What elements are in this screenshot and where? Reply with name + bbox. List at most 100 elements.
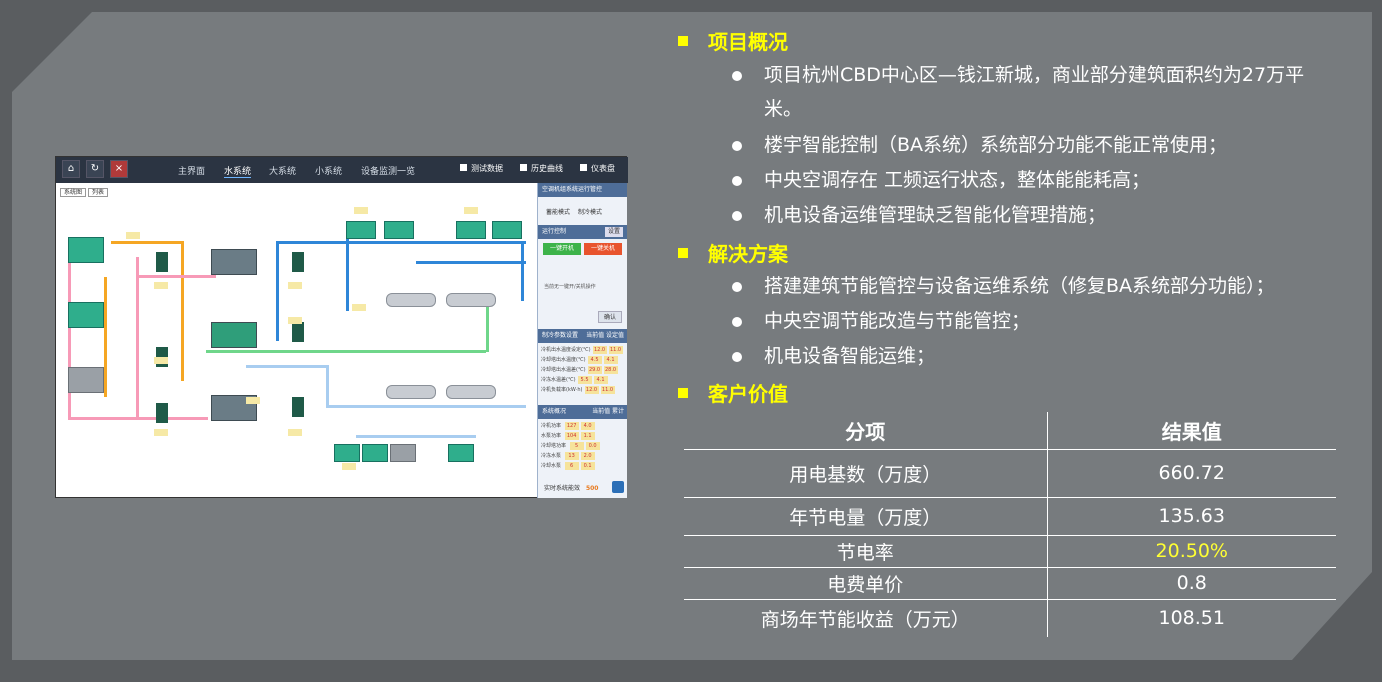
cooling-tower xyxy=(384,221,414,239)
dashboard-button[interactable]: 仪表盘 xyxy=(580,161,615,177)
list-item: 楼宇智能控制（BA系统）系统部分功能不能正常使用； xyxy=(732,128,1352,162)
summary-header: 系统概况 当前值 累计 xyxy=(538,405,627,419)
cooling-tower xyxy=(68,237,104,263)
reading-value xyxy=(288,317,302,324)
reading-value xyxy=(352,304,366,311)
chiller xyxy=(211,322,257,348)
tab-device-overview[interactable]: 设备监测一览 xyxy=(361,167,416,177)
header-item: 分项 xyxy=(684,412,1048,450)
cooling-tower xyxy=(390,444,416,462)
row-value: 135.63 xyxy=(1047,497,1336,536)
list-item: 搭建建筑节能管控与设备运维系统（修复BA系统部分功能）； xyxy=(732,269,1352,303)
efficiency-footer: 实时系统能效 500 xyxy=(544,485,599,492)
water-header-tank xyxy=(446,293,496,307)
bullet-dot-icon xyxy=(732,71,742,81)
table-row: 电费单价 0.8 xyxy=(684,567,1336,600)
tab-list[interactable]: 列表 xyxy=(87,188,108,197)
row-value: 108.51 xyxy=(1158,607,1225,630)
pipe xyxy=(136,257,139,417)
params-header: 制冷参数设置 当前值 设定值 xyxy=(538,329,627,343)
list-item: 项目杭州CBD中心区—钱江新城，商业部分建筑面积约为27万平米。 xyxy=(732,58,1352,126)
square-bullet-icon xyxy=(678,248,688,258)
tab-diagram[interactable]: 系统图 xyxy=(60,188,87,197)
teamviewer-icon[interactable] xyxy=(612,481,624,493)
scada-toolbar: ⌂ ↻ × 主界面 水系统 大系统 小系统 设备监测一览 测试数据 历史曲线 仪… xyxy=(56,157,628,183)
close-icon[interactable]: × xyxy=(110,160,128,178)
pipe xyxy=(246,365,326,368)
cooling-tower xyxy=(456,221,486,239)
table-row: 年节电量（万度） 135.63 xyxy=(684,497,1336,536)
cooling-tower xyxy=(448,444,474,462)
cooling-tower xyxy=(346,221,376,239)
tab-large-system[interactable]: 大系统 xyxy=(269,167,297,177)
pipe xyxy=(356,435,476,438)
water-header-tank xyxy=(446,385,496,399)
start-all-button[interactable]: 一键开机 xyxy=(543,243,581,255)
pipe xyxy=(276,241,279,341)
cooling-tower xyxy=(68,302,104,328)
grid-icon xyxy=(520,164,527,171)
list-item: 中央空调存在 工频运行状态，整体能能耗高； xyxy=(732,163,1352,197)
tab-main[interactable]: 主界面 xyxy=(178,167,206,177)
list-item: 机电设备运维管理缺乏智能化管理措施； xyxy=(732,198,1352,232)
row-item: 节电率 xyxy=(684,535,1048,568)
bullet-dot-icon xyxy=(732,352,742,362)
list-item: 机电设备智能运维； xyxy=(732,339,1352,373)
row-value: 660.72 xyxy=(1047,449,1336,498)
hvac-scada-screenshot: ⌂ ↻ × 主界面 水系统 大系统 小系统 设备监测一览 测试数据 历史曲线 仪… xyxy=(55,156,628,498)
reading-value xyxy=(154,429,168,436)
mode-cooling-radio[interactable]: 制冷模式 xyxy=(577,209,602,216)
pipe xyxy=(68,257,71,417)
reading-value xyxy=(288,282,302,289)
pipe xyxy=(326,365,329,405)
bullet-dot-icon xyxy=(732,176,742,186)
control-header: 运行控制 设置 xyxy=(538,225,627,239)
view-tabs: 系统图 列表 xyxy=(60,187,108,197)
control-settings-button[interactable]: 设置 xyxy=(604,227,623,237)
tab-water-system[interactable]: 水系统 xyxy=(224,164,252,178)
control-side-panel: 空调机组系统运行管控 蓄能模式 制冷模式 运行控制 设置 一键开机 一键关机 当… xyxy=(537,183,627,498)
history-curve-button[interactable]: 历史曲线 xyxy=(520,161,563,177)
control-status-text: 当前无一键开/关机操作 xyxy=(544,284,596,290)
pipe xyxy=(111,241,181,244)
row-item: 年节电量（万度） xyxy=(684,497,1048,536)
row-item: 商场年节能收益（万元） xyxy=(684,599,1048,637)
test-data-button[interactable]: 测试数据 xyxy=(460,161,503,177)
table-row: 节电率 20.50% xyxy=(684,535,1336,568)
reading-value xyxy=(354,207,368,214)
tab-small-system[interactable]: 小系统 xyxy=(315,167,343,177)
confirm-button[interactable]: 确认 xyxy=(598,311,622,323)
pipe xyxy=(326,405,526,408)
pipe xyxy=(521,241,524,301)
cooling-tower xyxy=(492,221,522,239)
results-table: 分项 结果值 用电基数（万度） 660.72 年节电量（万度） 135.63 节… xyxy=(684,412,1336,637)
square-bullet-icon xyxy=(678,388,688,398)
stop-all-button[interactable]: 一键关机 xyxy=(584,243,622,255)
refresh-icon[interactable]: ↻ xyxy=(86,160,104,178)
pump xyxy=(292,322,304,342)
cooling-tower xyxy=(362,444,388,462)
reading-value xyxy=(464,207,478,214)
pipe xyxy=(104,277,107,397)
home-icon[interactable]: ⌂ xyxy=(62,160,80,178)
water-header-tank xyxy=(386,385,436,399)
row-value-highlight: 20.50% xyxy=(1047,535,1336,568)
mode-storage-radio[interactable]: 蓄能模式 xyxy=(546,209,571,216)
pump xyxy=(292,252,304,272)
table-header-row: 分项 结果值 xyxy=(684,412,1336,450)
pipe xyxy=(276,241,526,244)
pipe xyxy=(181,241,184,381)
section-title-solution: 解决方案 xyxy=(678,238,788,267)
pipe xyxy=(346,221,349,311)
header-value: 结果值 xyxy=(1047,412,1336,450)
reading-value xyxy=(246,397,260,404)
reading-value xyxy=(126,232,140,239)
row-item: 电费单价 xyxy=(684,567,1048,600)
